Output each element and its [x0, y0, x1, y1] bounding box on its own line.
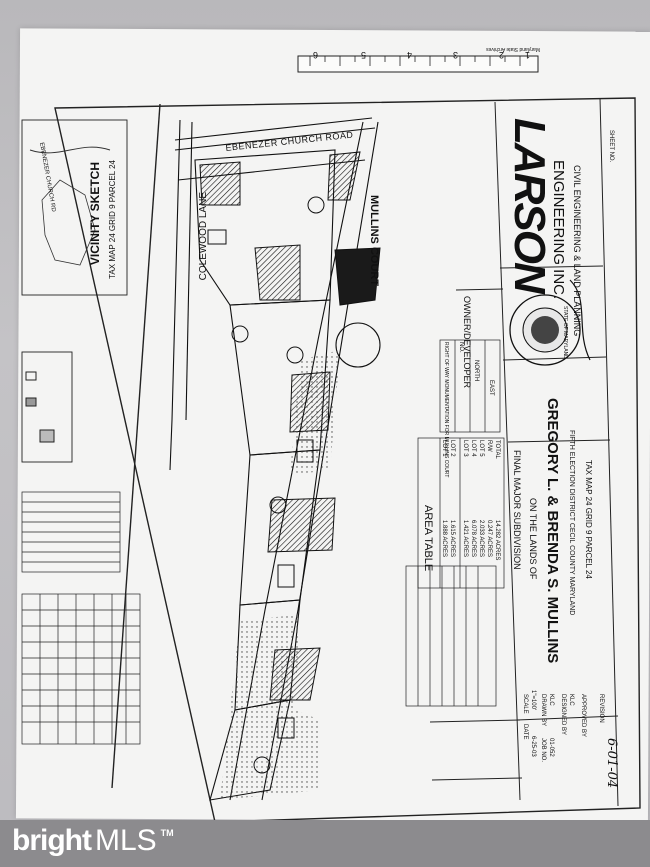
ruler-number: 3	[452, 50, 458, 60]
plan-title: FINAL MAJOR SUBDIVISION	[512, 450, 522, 570]
road-label-lane: COLEWOOD LANE	[198, 192, 209, 281]
engineer-seal	[509, 294, 581, 366]
scale-value: 1"=100'	[530, 690, 536, 711]
area-row-label: LOT 3	[462, 440, 468, 457]
area-row-label: LOT 5	[478, 440, 484, 457]
date-value: 6-25-03	[530, 736, 536, 757]
seal-text: STATE OF MARYLAND	[562, 306, 568, 359]
area-row-label: LOT 1	[441, 440, 447, 457]
designed-value: KLC	[568, 694, 574, 706]
area-row-label: LOT 4	[470, 440, 476, 457]
approved-label: APPROVED BY	[580, 694, 586, 738]
company-logo: LARSON	[505, 118, 554, 292]
revision-label: REVISION	[598, 694, 604, 723]
owner-heading: OWNER/DEVELOPER	[462, 296, 472, 389]
area-row-value: 14.282 ACRES	[494, 520, 500, 561]
logo-suffix: MLS	[94, 824, 157, 857]
footer-bar	[0, 820, 650, 867]
scale-ruler	[297, 55, 539, 73]
row-header: NO.	[458, 342, 464, 353]
election-district: FIFTH ELECTION DISTRICT CECIL COUNTY MAR…	[568, 430, 575, 616]
area-row-value: 2.033 ACRES	[478, 520, 484, 558]
ruler-caption: Maryland State Archives	[486, 46, 540, 52]
vicinity-subtitle: TAX MAP 24 GRID 9 PARCEL 24	[108, 160, 117, 279]
area-row-value: 1.615 ACRES	[449, 520, 455, 558]
owners-name: GREGORY L. & BRENDA S. MULLINS	[544, 398, 561, 664]
row-header: NORTH	[473, 360, 479, 382]
designed-label: DESIGNED BY	[560, 694, 566, 736]
vicinity-title: VICINITY SKETCH	[88, 162, 102, 266]
logo-trademark: TM	[160, 828, 174, 838]
drawn-value: KLC	[548, 694, 554, 706]
sheet-number: SHEET NO.	[608, 130, 614, 163]
area-row-value: 1.888 ACRES	[441, 520, 447, 558]
ruler-number: 5	[360, 50, 366, 60]
company-subtitle: ENGINEERING INC.	[550, 160, 567, 300]
area-row-value: 0.247 ACRES	[486, 520, 492, 558]
drawn-label: DRAWN BY	[540, 694, 546, 727]
signature-date: 6-01-04	[604, 738, 619, 789]
on-lands: ON THE LANDS OF	[528, 498, 538, 580]
row-table-title: RIGHT OF WAY MONUMENTATION FOR MULLINS C…	[443, 342, 449, 478]
job-value: 01-052	[548, 738, 554, 757]
curve-data-table	[405, 565, 497, 707]
tax-map: TAX MAP 24 GRID 9 PARCEL 24	[584, 460, 593, 579]
area-table-grid	[417, 437, 505, 589]
company-discipline: CIVIL ENGINEERING & LAND PLANNING	[572, 165, 582, 337]
area-row-value: 6.078 ACRES	[470, 520, 476, 558]
ruler-number: 4	[406, 50, 412, 60]
area-row-value: 1.421 ACRES	[462, 520, 468, 558]
logo-brand: bright	[12, 824, 92, 857]
area-row-label: TOTAL	[494, 440, 500, 459]
bright-mls-logo: bright MLS TM	[12, 822, 174, 860]
scale-label: SCALE	[522, 694, 528, 714]
job-label: JOB NO.	[540, 738, 546, 763]
area-table-title: AREA TABLE	[422, 505, 434, 572]
road-label-court: MULLINS COURT	[368, 195, 380, 287]
stippled-areas	[220, 350, 340, 800]
row-monument-table	[439, 339, 501, 433]
ruler-number: 6	[312, 50, 318, 60]
curve-table-left	[21, 491, 141, 745]
area-row-label: LOT 2	[449, 440, 455, 457]
vicinity-map	[21, 119, 128, 463]
row-header: EAST	[488, 380, 494, 396]
area-row-label: R/W	[486, 440, 492, 452]
date-label: DATE	[522, 724, 528, 740]
